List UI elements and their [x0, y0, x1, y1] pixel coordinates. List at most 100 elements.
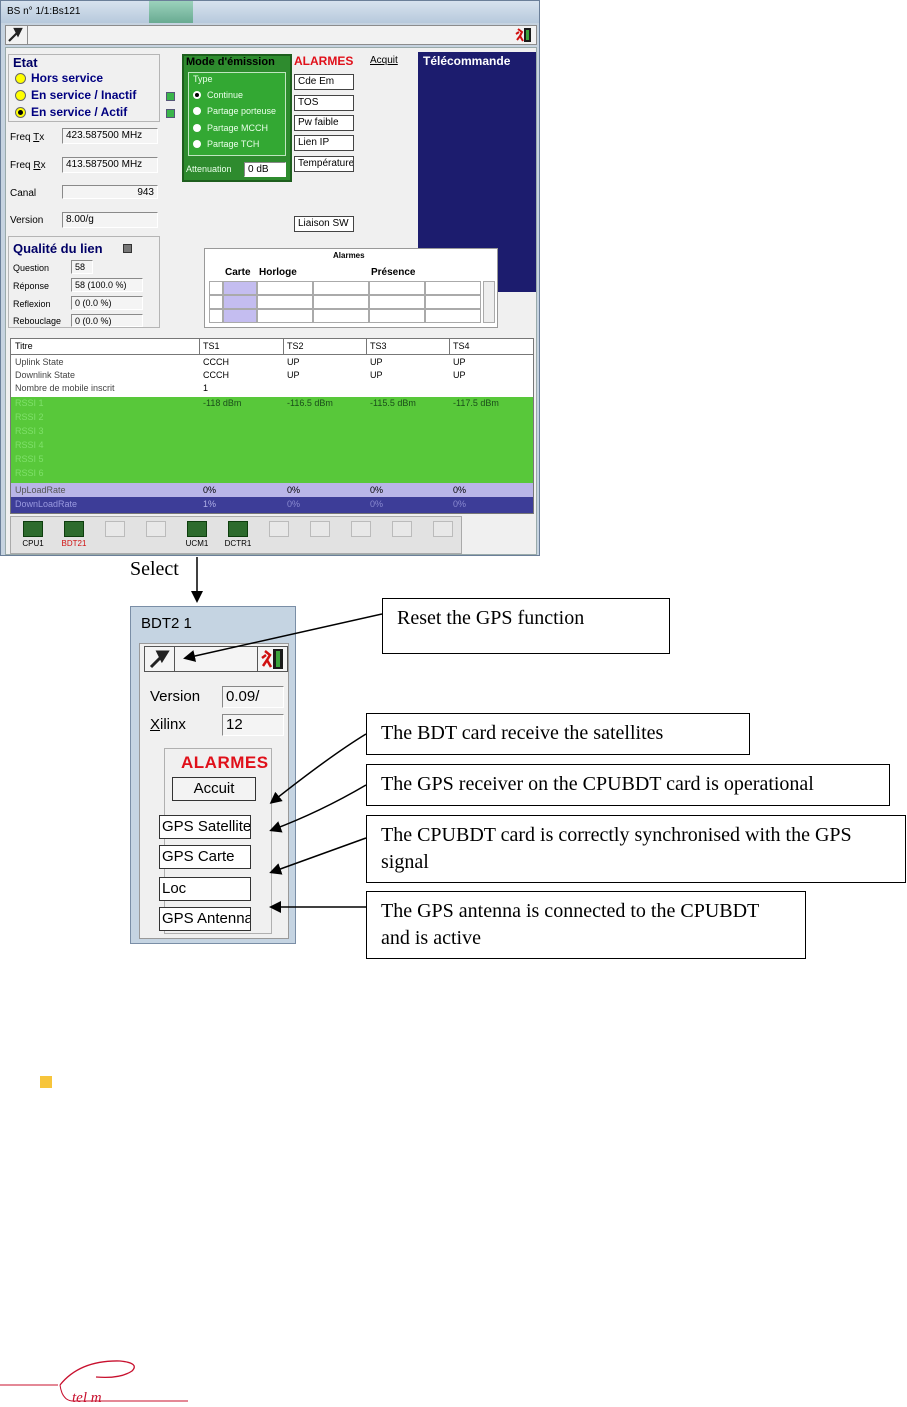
acquit-button[interactable]: Acquit	[370, 55, 398, 66]
card-bdt21[interactable]: BDT21	[56, 521, 92, 553]
table-cell[interactable]	[209, 309, 223, 323]
row-value: 0%	[203, 485, 217, 495]
callout-reset-gps: Reset the GPS function	[382, 598, 670, 654]
card-cpu1[interactable]: CPU1	[15, 521, 51, 553]
card-dctr1[interactable]: DCTR1	[220, 521, 256, 553]
telecommande-title: Télécommande	[423, 54, 511, 68]
mode-emission-group: Mode d'émission Type Continue Partage po…	[182, 54, 292, 182]
row-value: -118 dBm	[203, 398, 242, 408]
table-cell[interactable]	[369, 281, 425, 295]
radio-en-service-actif[interactable]	[15, 107, 26, 118]
exit-icon[interactable]	[514, 26, 534, 44]
table-cell[interactable]	[209, 295, 223, 309]
row-title: RSSI 3	[15, 426, 44, 436]
main-body: Etat Hors service En service / Inactif E…	[5, 47, 537, 555]
bdt-xilinx-label: Xilinx	[150, 716, 186, 733]
hammer-icon[interactable]	[6, 26, 28, 44]
card-slot-empty[interactable]	[97, 521, 133, 553]
card-icon	[392, 521, 412, 537]
alarm-cde-em[interactable]: Cde Em	[294, 74, 354, 90]
table-cell[interactable]	[223, 309, 257, 323]
alarm-liaison-sw[interactable]: Liaison SW	[294, 216, 354, 232]
mode-type-group: Type Continue Partage porteuse Partage M…	[188, 72, 286, 156]
row-title: Uplink State	[15, 357, 64, 367]
row-title: Downlink State	[15, 370, 76, 380]
row-value: -117.5 dBm	[453, 398, 499, 408]
col-divider	[449, 339, 450, 354]
bdt-version-field: 0.09/	[222, 686, 284, 708]
table-cell[interactable]	[223, 281, 257, 295]
gps-antenna-button[interactable]: GPS Antenna	[159, 907, 251, 931]
row-value: 0%	[287, 485, 301, 495]
table-cell[interactable]	[369, 295, 425, 309]
loc-button[interactable]: Loc	[159, 877, 251, 901]
state-en-service-inactif: En service / Inactif	[31, 88, 137, 102]
scrollbar[interactable]	[483, 281, 495, 323]
table-cell[interactable]	[425, 309, 481, 323]
card-slot-empty[interactable]	[384, 521, 420, 553]
row-title: RSSI 5	[15, 454, 44, 464]
col-divider	[283, 339, 284, 354]
status-led	[166, 92, 175, 101]
row-title: RSSI 2	[15, 412, 44, 422]
table-cell[interactable]	[223, 295, 257, 309]
table-cell[interactable]	[257, 309, 313, 323]
table-cell[interactable]	[425, 295, 481, 309]
col-horloge: Horloge	[259, 267, 297, 278]
alarms-table: Alarmes Carte Horloge Présence	[204, 248, 498, 328]
card-ucm1[interactable]: UCM1	[179, 521, 215, 553]
card-slot-empty[interactable]	[425, 521, 461, 553]
mode-option-continue[interactable]: Continue	[193, 90, 243, 100]
table-cell[interactable]	[313, 309, 369, 323]
radio-en-service-inactif[interactable]	[15, 90, 26, 101]
table-cell[interactable]	[313, 295, 369, 309]
table-cell[interactable]	[257, 281, 313, 295]
header-titre: Titre	[15, 341, 33, 351]
card-slot-empty[interactable]	[138, 521, 174, 553]
card-slot-empty[interactable]	[261, 521, 297, 553]
bdt-version-label: Version	[150, 688, 201, 705]
state-hors-service: Hors service	[31, 71, 104, 85]
row-value: -116.5 dBm	[287, 398, 333, 408]
header-ts2: TS2	[287, 341, 304, 351]
alarms-table-title: Alarmes	[333, 251, 365, 260]
card-slot-empty[interactable]	[343, 521, 379, 553]
download-band	[11, 497, 533, 513]
radio-icon	[193, 140, 201, 148]
row-value: UP	[370, 370, 383, 380]
row-value: -115.5 dBm	[370, 398, 416, 408]
table-cell[interactable]	[257, 295, 313, 309]
card-slot-empty[interactable]	[302, 521, 338, 553]
receiver-arrow	[269, 784, 367, 833]
mode-option-partage-mcch[interactable]: Partage MCCH	[193, 123, 268, 133]
gps-carte-button[interactable]: GPS Carte	[159, 845, 251, 869]
gps-satellite-button[interactable]: GPS Satellite	[159, 815, 251, 839]
col-presence: Présence	[371, 267, 416, 278]
table-cell[interactable]	[313, 281, 369, 295]
row-value: UP	[453, 357, 466, 367]
attenuation-field[interactable]: 0 dB	[244, 162, 286, 177]
callout-receiver: The GPS receiver on the CPUBDT card is o…	[366, 764, 890, 806]
table-cell[interactable]	[369, 309, 425, 323]
table-cell[interactable]	[425, 281, 481, 295]
bdt-acquit-button[interactable]: Accuit	[172, 777, 256, 801]
alarm-pw-faible[interactable]: Pw faible	[294, 115, 354, 131]
col-divider	[366, 339, 367, 354]
mode-option-partage-porteuse[interactable]: Partage porteuse	[193, 106, 276, 116]
exit-icon[interactable]	[257, 647, 287, 671]
radio-hors-service[interactable]	[15, 73, 26, 84]
alarm-lien-ip[interactable]: Lien IP	[294, 135, 354, 151]
row-value: 0%	[453, 499, 467, 509]
row-title: Nombre de mobile inscrit	[15, 383, 115, 393]
freq-rx-field: 413.587500 MHz	[62, 157, 158, 173]
ts-table: Titre TS1 TS2 TS3 TS4 Uplink State CCCH …	[10, 338, 534, 514]
alarm-tos[interactable]: TOS	[294, 95, 354, 111]
mode-option-partage-tch[interactable]: Partage TCH	[193, 139, 259, 149]
row-value: UP	[287, 370, 300, 380]
card-icon	[64, 521, 84, 537]
hammer-icon[interactable]	[145, 647, 175, 671]
alarm-temperature[interactable]: Température	[294, 156, 354, 172]
header-ts3: TS3	[370, 341, 387, 351]
etat-group: Etat Hors service En service / Inactif E…	[8, 54, 160, 122]
table-cell[interactable]	[209, 281, 223, 295]
